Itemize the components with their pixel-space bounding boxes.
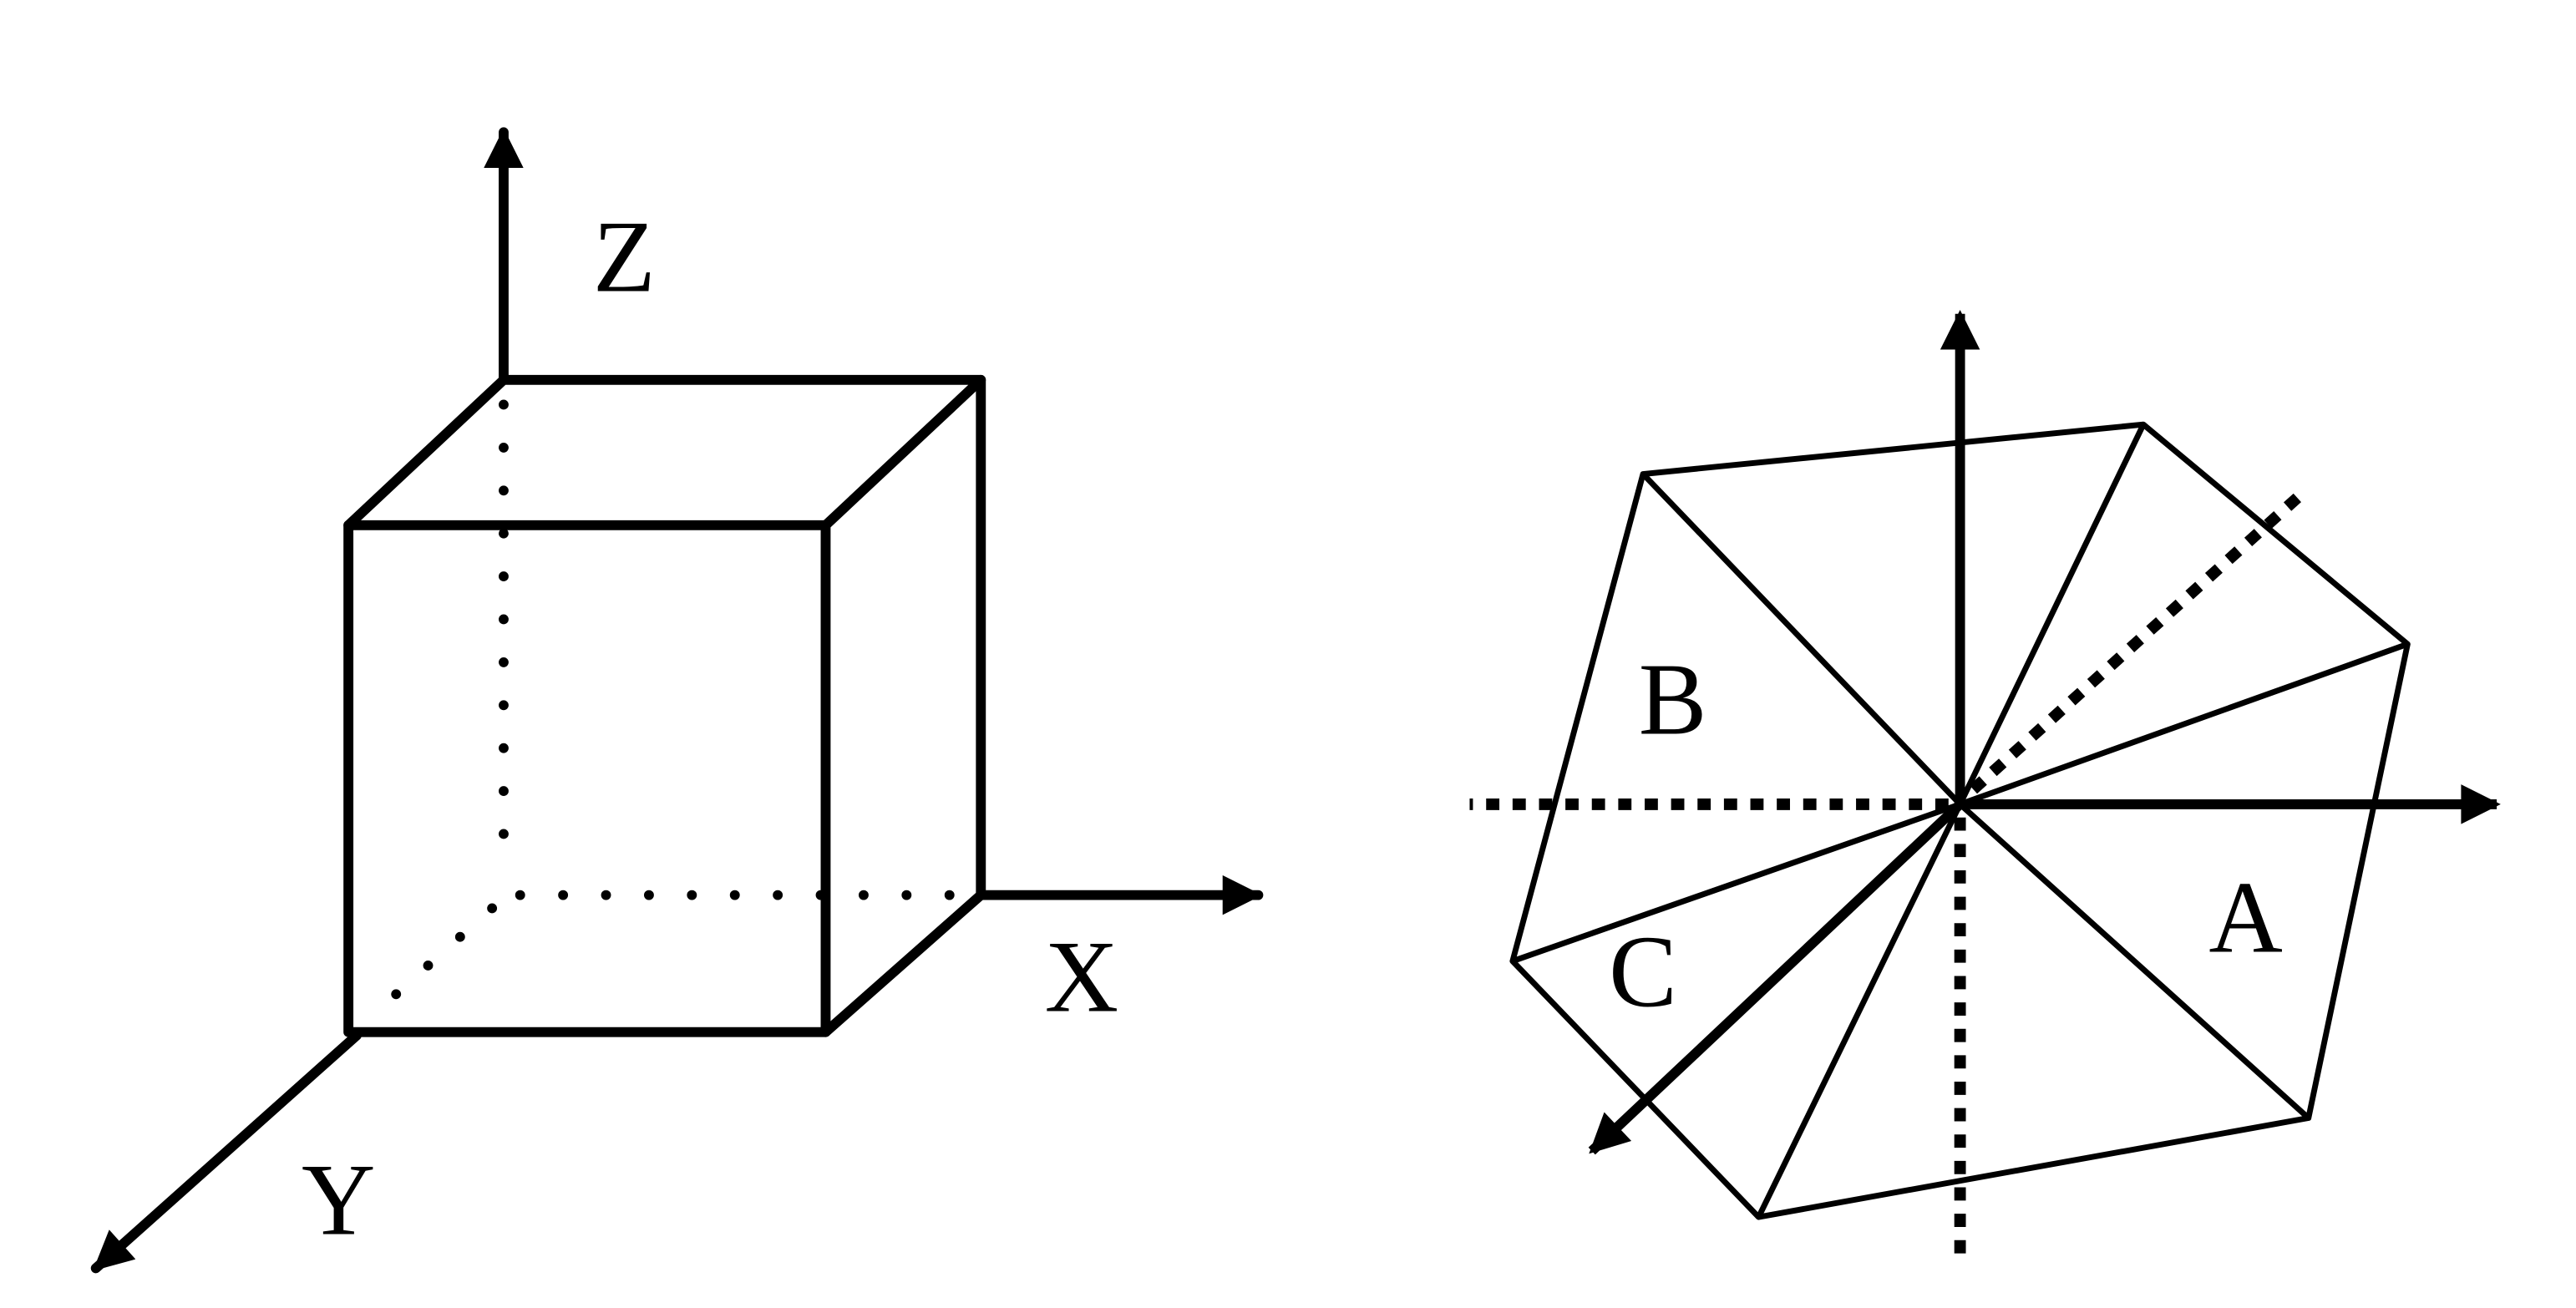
hexagon-spokes [1511, 423, 2409, 1219]
region-label-b: B [1639, 642, 1707, 756]
cube-visible-edges [343, 374, 986, 1037]
diagonal-axis-arrow [1588, 800, 1964, 1155]
region-label-c: C [1609, 915, 1677, 1029]
cube-hidden-edges [361, 399, 966, 1026]
cube-figure [90, 127, 1264, 1274]
y-axis-arrow [90, 1030, 362, 1274]
y-axis-label: Y [302, 1143, 375, 1256]
hexagon-figure [1469, 310, 2501, 1264]
x-axis-label: X [1045, 920, 1119, 1033]
hidden-axes [1469, 488, 2308, 1264]
z-axis-label: Z [593, 200, 656, 314]
region-label-a: A [2208, 860, 2283, 974]
